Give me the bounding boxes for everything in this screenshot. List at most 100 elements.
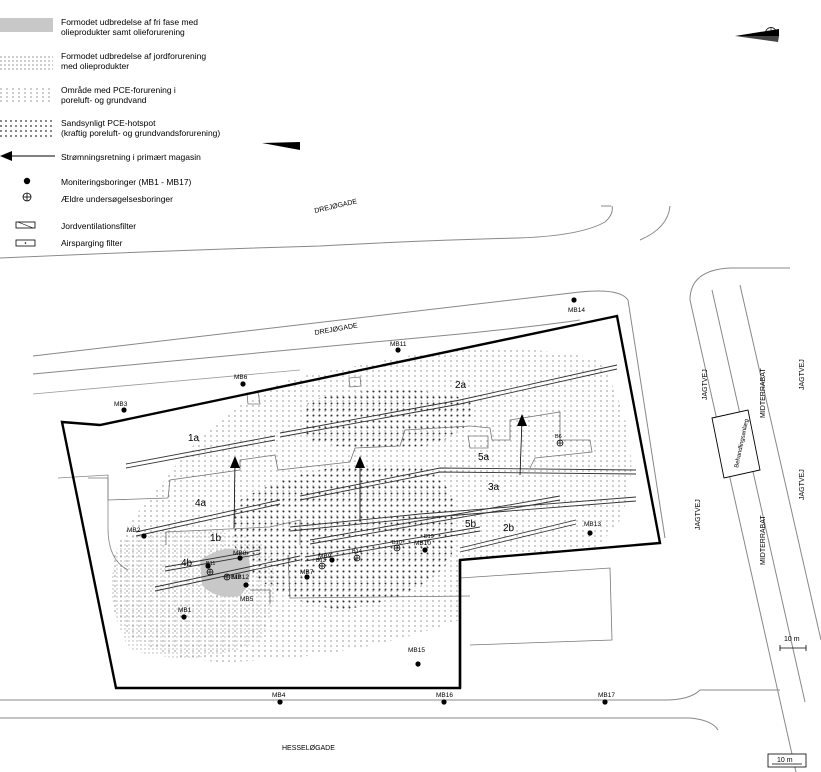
contamination-zones (109, 348, 632, 662)
well-label-mb4: MB4 (272, 692, 286, 699)
legend-flow-label: Strømningsretning i primært magasin (61, 152, 201, 162)
zone-label-2a: 2a (455, 380, 467, 391)
old-well-icon (393, 544, 401, 552)
well-marker-mb12 (205, 563, 211, 569)
well-label-mb5: MB5 (240, 596, 254, 603)
old-borings (206, 439, 564, 581)
old-well-label-b11: B11 (206, 561, 215, 567)
old-well-icon (353, 554, 361, 562)
zone-label-5a: 5a (478, 452, 490, 463)
street-label-midterrabat-a: MIDTERRABAT (760, 368, 767, 418)
old-well-label-b12: B12 (231, 575, 241, 581)
old-boring-labels: B12 B11 B13 B14 B10 B19 B6 (206, 434, 562, 581)
zone-labels: 1a 1b 2a 2b 3a 4a 4b 5a 5b (181, 380, 515, 569)
street-label-drejoegade-mid: DREJØGADE (314, 322, 358, 337)
old-well-label-b10: B10 (392, 540, 402, 546)
well-labels: MB1 MB2 MB3 MB4 MB5 MB6 MB7 MB8 MB9 MB10… (114, 307, 615, 699)
street-curb-hesseloegade-b (0, 717, 719, 731)
legend-air-sparge-label: Airsparging filter (61, 238, 123, 248)
scale-bar-mid: 10 m (779, 636, 807, 651)
street-curb-jagtvej-d (739, 284, 821, 641)
well-marker-mb16 (441, 699, 447, 705)
street-label-hesseloegade: HESSELØGADE (282, 745, 335, 752)
well-marker-mb6 (240, 381, 246, 387)
legend-free-phase-swatch (0, 18, 53, 32)
old-well-label-b19: B19 (424, 534, 434, 540)
legend-symbols (0, 18, 55, 247)
old-well-icon (556, 439, 564, 447)
well-marker-mb9 (329, 557, 335, 563)
well-marker-mb1 (181, 614, 187, 620)
well-marker-mb11 (395, 347, 401, 353)
legend-air-sparge-filter-icon (15, 239, 36, 247)
site-boundary (60, 314, 662, 690)
monitoring-wells (121, 297, 608, 705)
street-curb-jagtvej-c (711, 289, 806, 703)
zone-free-phase (200, 548, 251, 597)
north-arrow-small-icon (262, 142, 300, 150)
legend-monitoring-well-icon (23, 177, 31, 185)
well-marker-mb17 (602, 699, 608, 705)
well-label-mb1: MB1 (178, 607, 192, 614)
well-label-mb7: MB7 (300, 569, 314, 576)
well-label-mb11: MB11 (390, 341, 407, 348)
street-curb-upper-2 (639, 205, 671, 241)
filter-lines (125, 364, 637, 592)
well-label-mb16: MB16 (436, 692, 453, 699)
well-label-mb6: MB6 (234, 374, 248, 381)
well-label-mb8: MB8 (233, 550, 247, 557)
well-label-mb17: MB17 (598, 692, 615, 699)
old-well-icon (318, 562, 326, 570)
map-legend: Formodet udbredelse af fri fase med olie… (0, 0, 420, 260)
treatment-building (711, 409, 761, 479)
well-label-mb14: MB14 (568, 307, 585, 314)
zone-label-4a: 4a (195, 498, 207, 509)
well-label-mb9: MB9 (318, 553, 332, 560)
street-curb-drejoegade-inner (32, 319, 581, 375)
north-arrow-icon (735, 27, 779, 42)
old-well-label-b6: B6 (555, 434, 562, 440)
well-marker-mb2 (141, 533, 147, 539)
street-label-midterrabat-b: MIDTERRABAT (760, 515, 767, 565)
well-marker-mb3 (121, 407, 127, 413)
street-label-jagtvej-b: JAGTVEJ (799, 359, 806, 390)
street-label-drejoegade-top: DREJØGADE (314, 198, 358, 215)
well-marker-mb4 (277, 699, 283, 705)
street-curb-hesseloegade-a (0, 689, 780, 701)
well-marker-mb8 (237, 555, 243, 561)
legend-soil-oil-label: Formodet udbredelse af jordforurening me… (61, 51, 207, 71)
well-marker-mb5 (243, 582, 249, 588)
well-label-mb15: MB15 (408, 647, 425, 654)
zone-label-1b: 1b (210, 533, 222, 544)
legend-old-well-icon (22, 192, 32, 202)
old-well-label-b13: B13 (316, 558, 326, 564)
legend-pce-area-swatch (0, 88, 53, 104)
legend-soil-oil-swatch (0, 54, 53, 72)
well-marker-mb15 (415, 661, 421, 667)
street-curb-drejoegade-inner-2 (32, 369, 301, 395)
street-curb-upper (0, 205, 613, 259)
street-curb-jagtvej-b (689, 299, 797, 772)
scale-label-mid: 10 m (784, 636, 800, 643)
legend-pce-hotspot-label: Sandsynligt PCE-hotspot (kraftig poreluf… (61, 118, 221, 138)
zone-pce-hotspot-2 (302, 390, 472, 449)
legend-pce-area-label: Område med PCE-forurening i poreluft- og… (61, 85, 176, 105)
street-label-jagtvej-a: JAGTVEJ (702, 369, 709, 400)
internal-structures (88, 376, 613, 646)
well-label-mb12: MB12 (232, 574, 249, 581)
legend-pce-hotspot-swatch (0, 120, 53, 138)
street-label-jagtvej-c: JAGTVEJ (695, 499, 702, 530)
scale-label-bottom: 10 m (777, 757, 793, 764)
street-label-jagtvej-d: JAGTVEJ (799, 469, 806, 500)
well-label-mb2: MB2 (127, 527, 141, 534)
legend-monitoring-wells-label: Moniteringsboringer (MB1 - MB17) (61, 177, 192, 187)
well-label-mb13: MB13 (584, 521, 601, 528)
old-well-icon (223, 573, 231, 581)
legend-free-phase-label: Formodet udbredelse af fri fase med olie… (61, 17, 199, 37)
street-curb-jagtvej-a (689, 267, 790, 301)
well-marker-mb13 (587, 530, 593, 536)
legend-soil-vent-filter-icon (15, 221, 36, 229)
scale-bar-bottom: 10 m (767, 753, 807, 768)
well-label-mb3: MB3 (114, 401, 128, 408)
